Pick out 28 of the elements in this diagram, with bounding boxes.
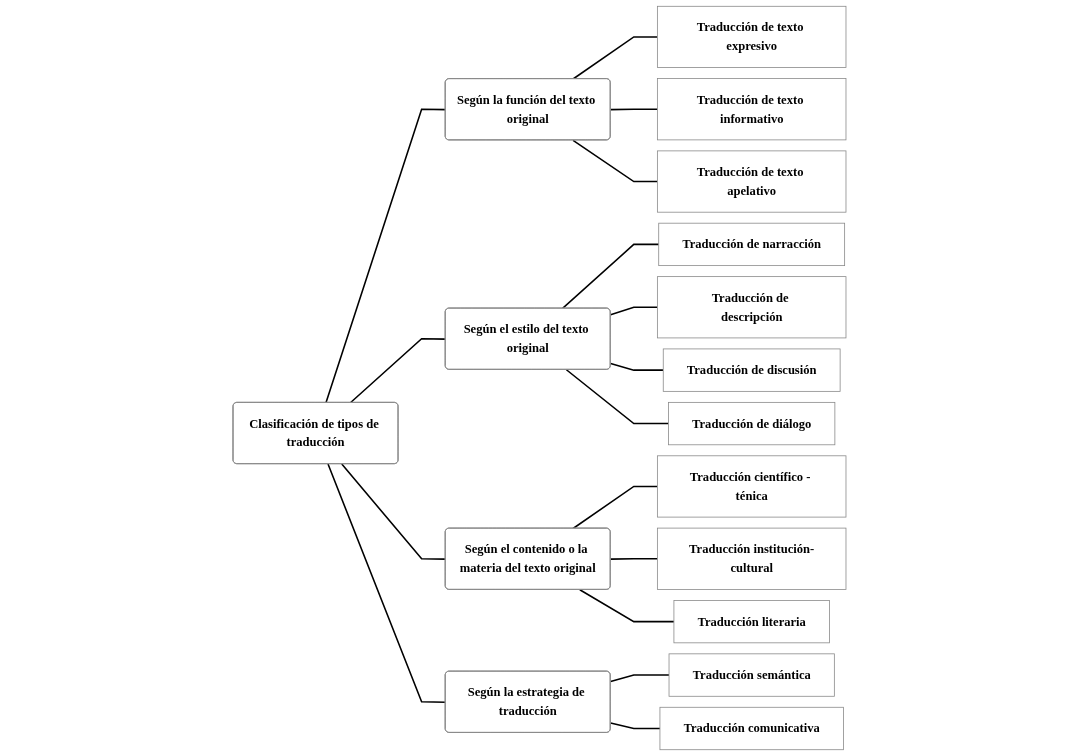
connector (609, 674, 670, 683)
node-box: Traducción científico - ténica (657, 455, 847, 518)
connector (341, 463, 447, 560)
connector (609, 108, 659, 111)
connector (349, 337, 447, 404)
node-box: Traducción de texto expresivo (657, 5, 847, 68)
connector (572, 36, 659, 80)
connector (609, 362, 665, 371)
node-box: Traducción semántica (668, 653, 835, 697)
node-box: Traducción de texto apelativo (657, 150, 847, 213)
node-box: Traducción de descripción (657, 276, 847, 339)
connector (609, 306, 659, 316)
connector (579, 589, 675, 623)
node-box: Traducción de diálogo (668, 401, 836, 446)
connector (609, 557, 659, 560)
node-box: Traducción institución-cultural (657, 527, 847, 590)
node-box: Traducción de discusión (662, 348, 841, 392)
connector (561, 243, 660, 310)
connector (565, 368, 670, 425)
node-box: Traducción literaria (673, 600, 830, 644)
connector (325, 108, 447, 404)
node-box: Traducción comunicativa (659, 706, 844, 751)
connector (572, 139, 659, 183)
connector (572, 485, 659, 530)
connector (327, 463, 447, 703)
node-box: Traducción de texto informativo (657, 78, 847, 141)
node-box: Traducción de narracción (658, 222, 846, 266)
connector (609, 722, 661, 730)
